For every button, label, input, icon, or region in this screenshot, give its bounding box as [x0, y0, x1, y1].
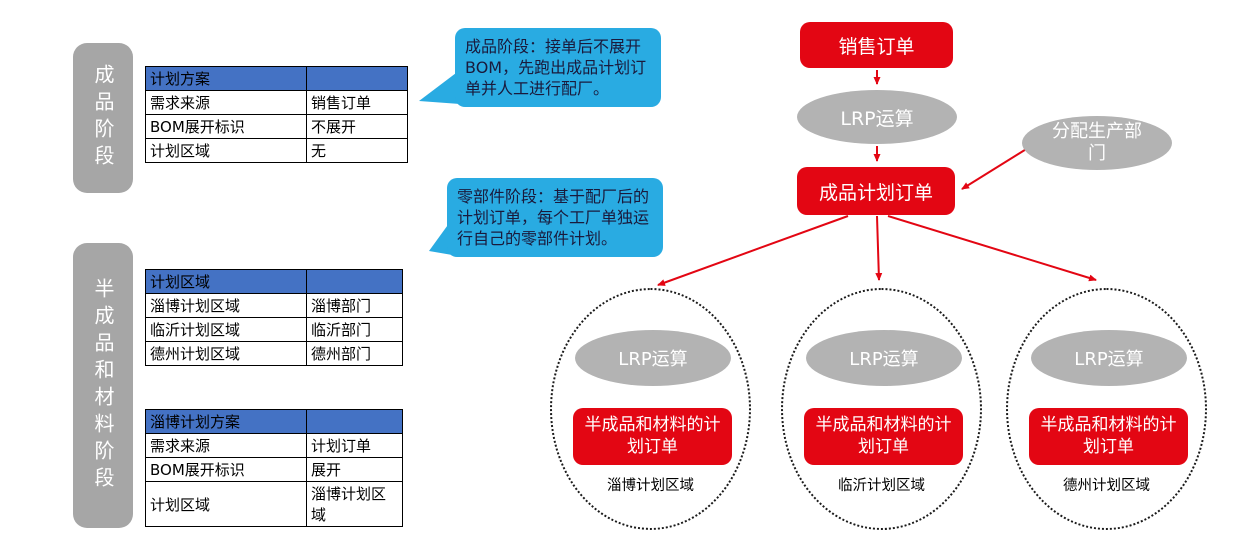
table-cell: 淄博计划区域: [306, 481, 403, 527]
lrp-run-node-dezhou: LRP运算: [1031, 330, 1187, 386]
table-header-row: 计划方案: [145, 66, 408, 91]
table-cell: 临沂部门: [306, 317, 403, 342]
region-group-dezhou: LRP运算 半成品和材料的计划订单 德州计划区域: [1006, 288, 1207, 530]
table-row: 德州计划区域 德州部门: [145, 341, 403, 366]
table-header-row: 计划区域: [145, 269, 403, 294]
table-row: 需求来源 计划订单: [145, 433, 403, 458]
table-header-cell: 淄博计划方案: [145, 409, 307, 434]
table-header-cell-empty: [306, 269, 403, 294]
finished-plan-order-node: 成品计划订单: [797, 167, 955, 215]
stage-label-semifinished-materials: 半成品和材料阶段: [73, 243, 133, 528]
table-cell: 计划订单: [306, 433, 403, 458]
table-cell: 不展开: [306, 114, 408, 139]
table-row: 计划区域 淄博计划区域: [145, 481, 403, 527]
arrow-fpo-to-dezhou: [887, 215, 1097, 282]
table-cell: BOM展开标识: [145, 114, 307, 139]
lrp-run-node: LRP运算: [797, 90, 957, 144]
table-row: 需求来源 销售订单: [145, 90, 408, 115]
lrp-run-node-linyi: LRP运算: [806, 330, 962, 386]
table-cell: 无: [306, 138, 408, 163]
table-header-row: 淄博计划方案: [145, 409, 403, 434]
table-row: 淄博计划区域 淄博部门: [145, 293, 403, 318]
table-row: BOM展开标识 展开: [145, 457, 403, 482]
arrow-fpo-to-linyi: [875, 215, 883, 281]
sales-order-node: 销售订单: [800, 22, 953, 68]
callout-text: 零部件阶段：基于配厂后的计划订单，每个工厂单独运行自己的零部件计划。: [457, 187, 650, 249]
table-header-cell-empty: [306, 66, 408, 91]
callout-tail-finished: [419, 70, 460, 104]
semifinished-plan-order-node-dezhou: 半成品和材料的计划订单: [1029, 408, 1188, 465]
lrp-run-node-zibo: LRP运算: [575, 330, 731, 386]
table-row: BOM展开标识 不展开: [145, 114, 408, 139]
callout-parts-stage: 零部件阶段：基于配厂后的计划订单，每个工厂单独运行自己的零部件计划。: [447, 178, 663, 258]
table-cell: BOM展开标识: [145, 457, 307, 482]
table-header-cell-empty: [306, 409, 403, 434]
assign-production-dept-node: 分配生产部门: [1022, 116, 1172, 170]
table-cell: 计划区域: [145, 138, 307, 163]
semifinished-plan-order-node-zibo: 半成品和材料的计划订单: [573, 408, 732, 465]
table-row: 计划区域 无: [145, 138, 408, 163]
table-cell: 计划区域: [145, 481, 307, 527]
table-cell: 临沂计划区域: [145, 317, 307, 342]
table-cell: 淄博计划区域: [145, 293, 307, 318]
plan-region-table: 计划区域 淄博计划区域 淄博部门 临沂计划区域 临沂部门 德州计划区域 德州部门: [145, 269, 403, 366]
region-group-zibo: LRP运算 半成品和材料的计划订单 淄博计划区域: [550, 288, 751, 530]
stage-label-finished-goods: 成品阶段: [73, 43, 133, 193]
arrow-assign-to-fpo: [961, 147, 1029, 190]
semifinished-plan-order-node-linyi: 半成品和材料的计划订单: [804, 408, 963, 465]
table-row: 临沂计划区域 临沂部门: [145, 317, 403, 342]
table-cell: 淄博部门: [306, 293, 403, 318]
zibo-plan-scheme-table: 淄博计划方案 需求来源 计划订单 BOM展开标识 展开 计划区域 淄博计划区域: [145, 409, 403, 527]
region-label-linyi: 临沂计划区域: [838, 478, 925, 494]
table-cell: 需求来源: [145, 90, 307, 115]
plan-scheme-table: 计划方案 需求来源 销售订单 BOM展开标识 不展开 计划区域 无: [145, 66, 408, 163]
table-cell: 德州部门: [306, 341, 403, 366]
table-header-cell: 计划方案: [145, 66, 307, 91]
table-cell: 需求来源: [145, 433, 307, 458]
table-cell: 销售订单: [306, 90, 408, 115]
arrow-fpo-to-zibo: [657, 215, 849, 286]
callout-text: 成品阶段：接单后不展开BOM，先跑出成品计划订单并人工进行配厂。: [465, 37, 647, 99]
callout-finished-stage: 成品阶段：接单后不展开BOM，先跑出成品计划订单并人工进行配厂。: [455, 28, 661, 108]
table-header-cell: 计划区域: [145, 269, 307, 294]
table-cell: 德州计划区域: [145, 341, 307, 366]
region-group-linyi: LRP运算 半成品和材料的计划订单 临沂计划区域: [781, 288, 982, 530]
table-cell: 展开: [306, 457, 403, 482]
region-label-dezhou: 德州计划区域: [1063, 478, 1150, 494]
region-label-zibo: 淄博计划区域: [607, 478, 694, 494]
